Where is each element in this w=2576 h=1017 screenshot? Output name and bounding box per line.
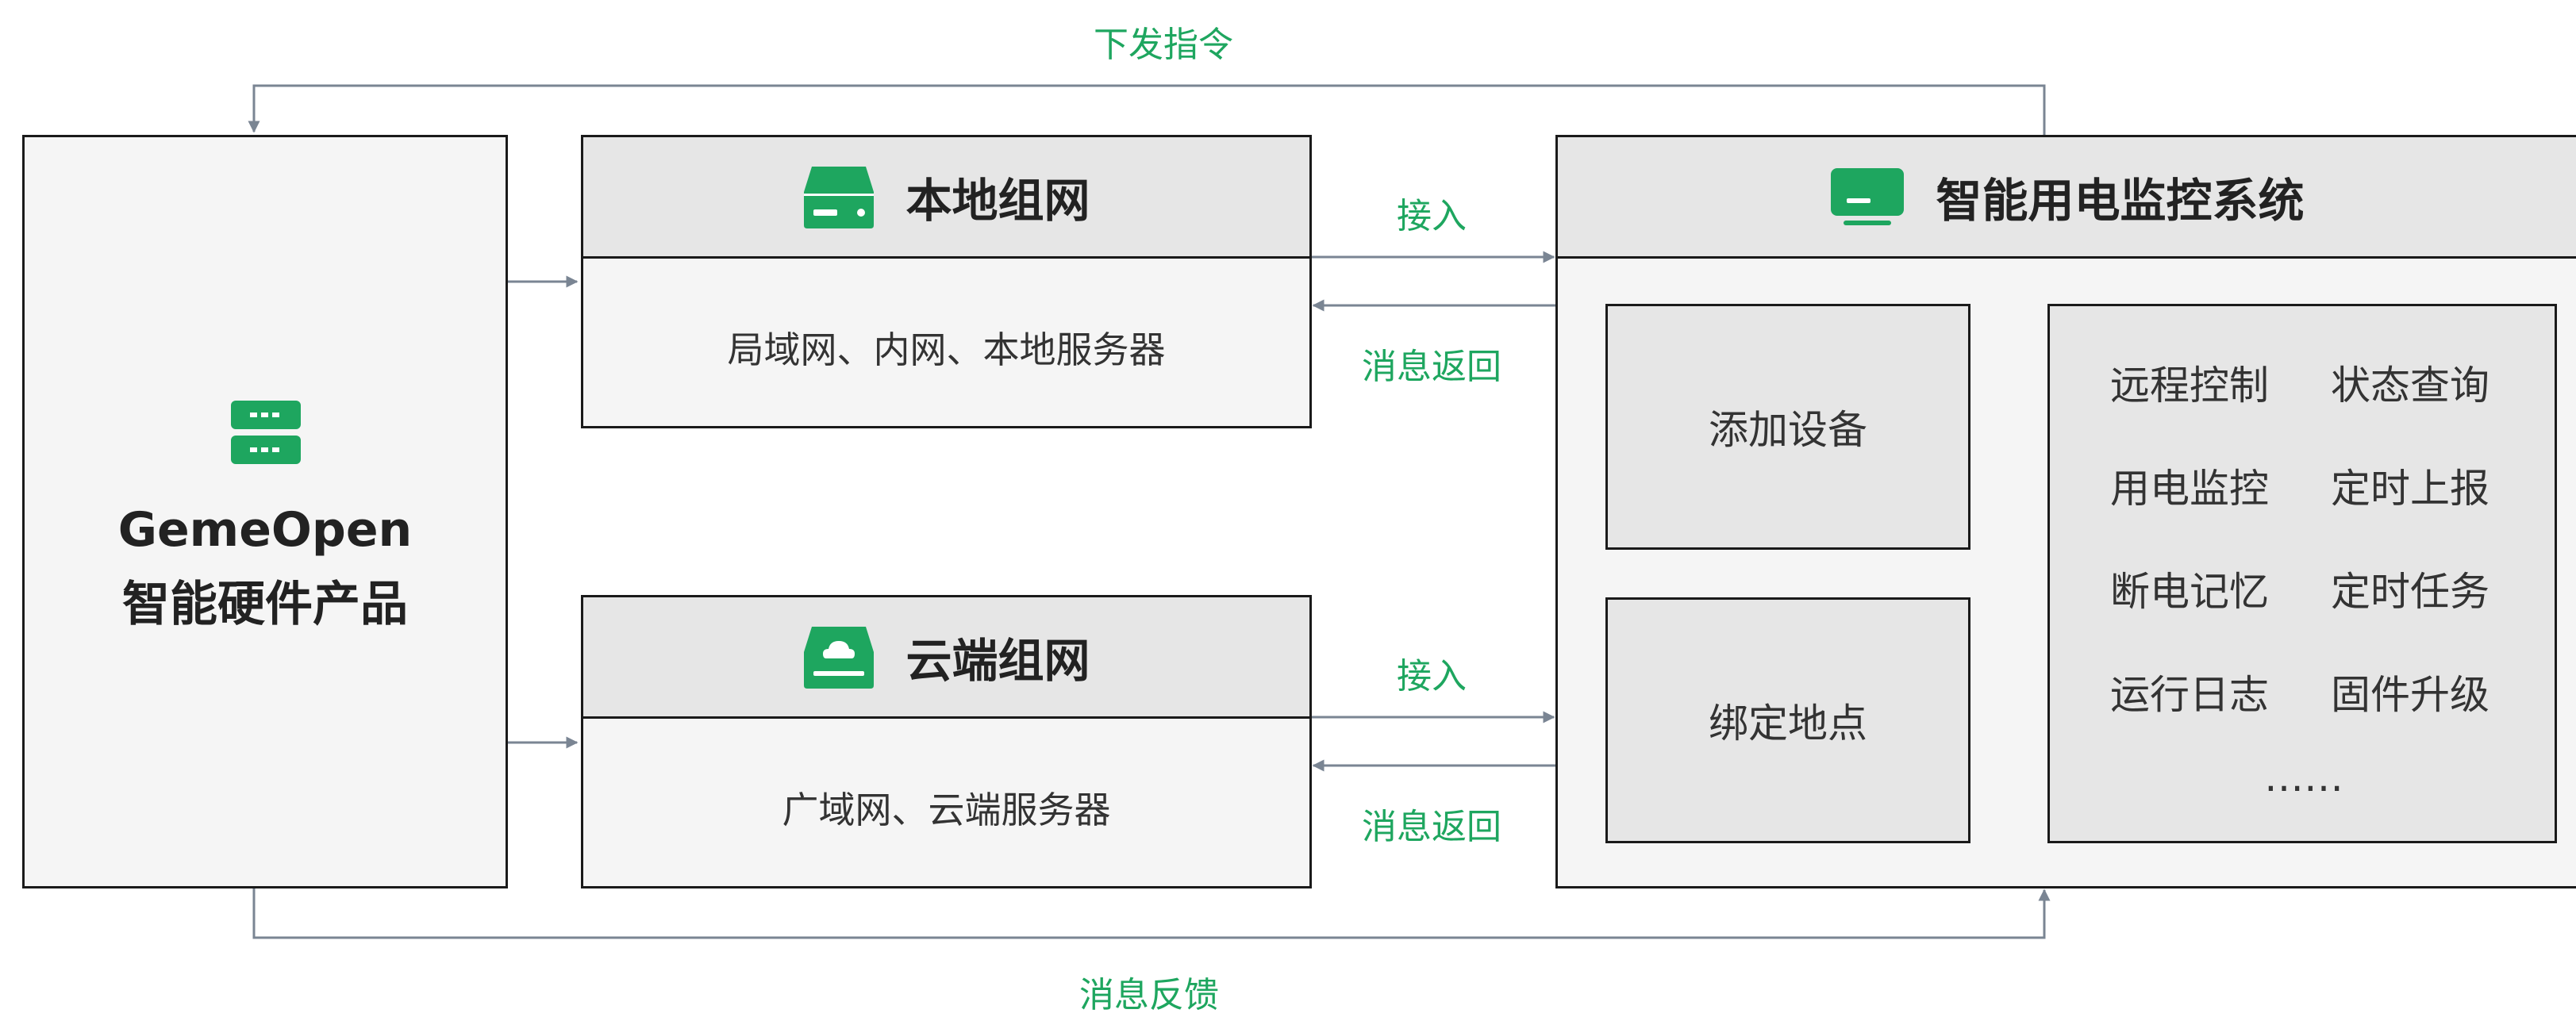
feedback-line [252,887,2051,939]
feature-item: 状态查询 [2331,363,2489,409]
more-ellipsis: …… [2264,754,2343,800]
feature-item: 断电记忆 [2110,569,2269,615]
features-box: 远程控制 状态查询 用电监控 定时上报 断电记忆 定时任务 运行日志 固件升级 … [2047,304,2557,843]
feedback-label: 消息反馈 [1079,975,1219,1015]
feature-item: 固件升级 [2331,672,2489,718]
feature-item: 远程控制 [2110,363,2269,409]
product-subtitle: 智能硬件产品 [122,577,408,632]
cloud-drive-icon [804,627,875,689]
cloud-network-desc: 广域网、云端服务器 [782,789,1111,831]
hardware-product-box: GemeOpen 智能硬件产品 [22,135,508,888]
feature-item: 运行日志 [2110,672,2269,718]
cloud-network-box: 云端组网 广域网、云端服务器 [581,595,1312,888]
cloud-return-label: 消息返回 [1362,807,1501,847]
command-label: 下发指令 [1094,25,1233,65]
server-icon [231,401,301,464]
add-device-step: 添加设备 [1605,304,1970,550]
local-network-box: 本地组网 局域网、内网、本地服务器 [581,135,1312,428]
monitor-system-box: 智能用电监控系统 添加设备 绑定地点 远程控制 状态查询 用电监控 定时上报 断… [1555,135,2576,888]
drive-icon [804,167,875,228]
local-network-title: 本地组网 [905,174,1090,228]
monitor-system-header: 智能用电监控系统 [1558,137,2576,259]
monitor-system-title: 智能用电监控系统 [1936,174,2305,228]
product-name: GemeOpen [117,502,413,558]
local-access-label: 接入 [1397,196,1467,236]
cloud-network-title: 云端组网 [905,634,1090,688]
feature-item: 定时任务 [2331,569,2489,615]
local-return-label: 消息返回 [1362,347,1501,387]
bind-location-step: 绑定地点 [1605,597,1970,843]
local-network-header: 本地组网 [583,137,1309,259]
add-device-label: 添加设备 [1709,407,1867,453]
feature-item: 用电监控 [2110,466,2269,512]
feature-item: 定时上报 [2331,466,2489,512]
cloud-network-header: 云端组网 [583,597,1309,719]
cloud-access-label: 接入 [1397,656,1467,697]
bind-location-label: 绑定地点 [1709,700,1867,746]
local-network-desc: 局域网、内网、本地服务器 [727,328,1166,371]
monitor-icon [1831,168,1905,225]
command-line [248,84,2046,136]
